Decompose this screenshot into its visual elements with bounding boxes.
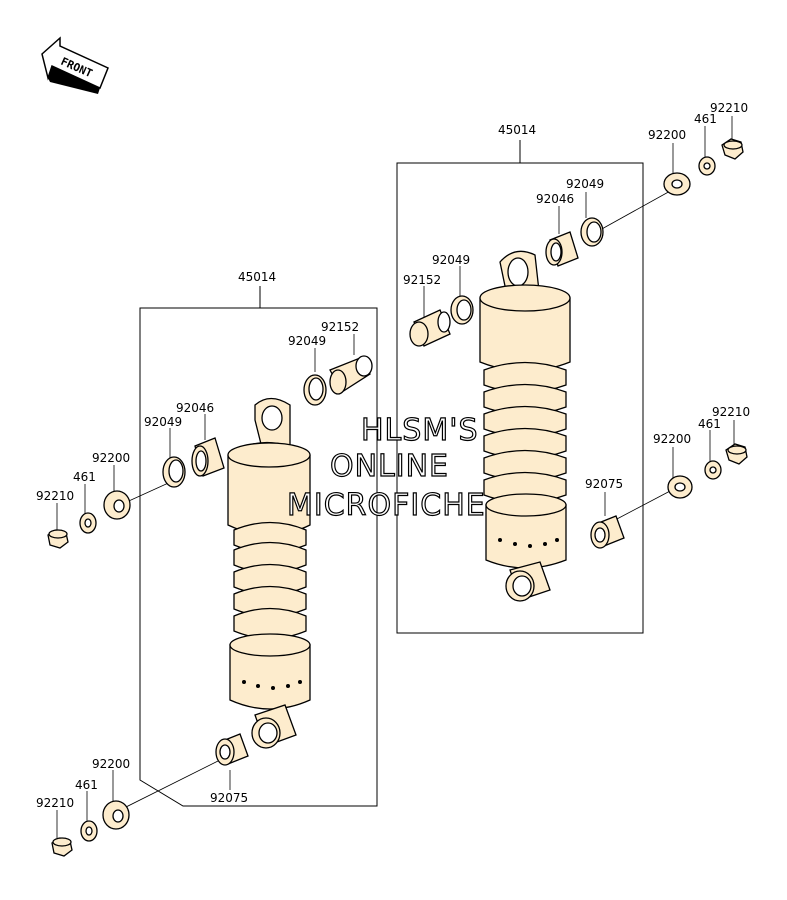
seal-icon bbox=[162, 456, 186, 488]
part-label: 92075 bbox=[585, 477, 623, 491]
assembly-label: 45014 bbox=[238, 270, 276, 284]
part-label: 92200 bbox=[92, 451, 130, 465]
watermark-line-1: HLSM'S bbox=[361, 413, 479, 448]
left-shock-assembly: 45014 92152 92049 92046 92049 92200 461 … bbox=[36, 270, 378, 857]
watermark: HLSM'S ONLINE MICROFICHE bbox=[286, 412, 486, 523]
collar-icon bbox=[329, 355, 373, 395]
front-arrow-icon: FRONT bbox=[41, 36, 109, 94]
part-label: 92200 bbox=[653, 432, 691, 446]
nut-icon bbox=[721, 138, 744, 160]
part-label: 92049 bbox=[288, 334, 326, 348]
watermark-line-2: ONLINE bbox=[330, 449, 449, 484]
nut-icon bbox=[51, 837, 73, 857]
part-label: 461 bbox=[694, 112, 717, 126]
part-label: 92200 bbox=[648, 128, 686, 142]
part-label: 92152 bbox=[321, 320, 359, 334]
collar-icon bbox=[409, 309, 451, 347]
right-shock-body bbox=[479, 250, 571, 602]
bushing-icon bbox=[590, 515, 625, 549]
part-label: 92200 bbox=[92, 757, 130, 771]
part-label: 92046 bbox=[176, 401, 214, 415]
part-label: 92210 bbox=[36, 489, 74, 503]
left-shock-body bbox=[227, 397, 311, 749]
right-shock-assembly: 45014 92049 92046 92049 92152 92200 461 … bbox=[396, 101, 750, 634]
part-label: 92210 bbox=[36, 796, 74, 810]
seal-icon bbox=[450, 295, 474, 325]
part-label: 461 bbox=[73, 470, 96, 484]
needle-bearing-icon bbox=[191, 437, 225, 477]
part-label: 461 bbox=[75, 778, 98, 792]
part-label: 92049 bbox=[144, 415, 182, 429]
assembly-label: 45014 bbox=[498, 123, 536, 137]
needle-bearing-icon bbox=[545, 231, 579, 267]
part-label: 92049 bbox=[432, 253, 470, 267]
watermark-line-3: MICROFICHE bbox=[287, 488, 486, 523]
bushing-icon bbox=[215, 733, 249, 766]
seal-icon bbox=[580, 217, 604, 247]
part-label: 461 bbox=[698, 417, 721, 431]
part-label: 92049 bbox=[566, 177, 604, 191]
part-label: 92210 bbox=[710, 101, 748, 115]
part-label: 92046 bbox=[536, 192, 574, 206]
seal-icon bbox=[303, 374, 327, 406]
nut-icon bbox=[47, 529, 69, 549]
nut-icon bbox=[725, 443, 748, 465]
part-label: 92210 bbox=[712, 405, 750, 419]
part-label: 92075 bbox=[210, 791, 248, 805]
part-label: 92152 bbox=[403, 273, 441, 287]
